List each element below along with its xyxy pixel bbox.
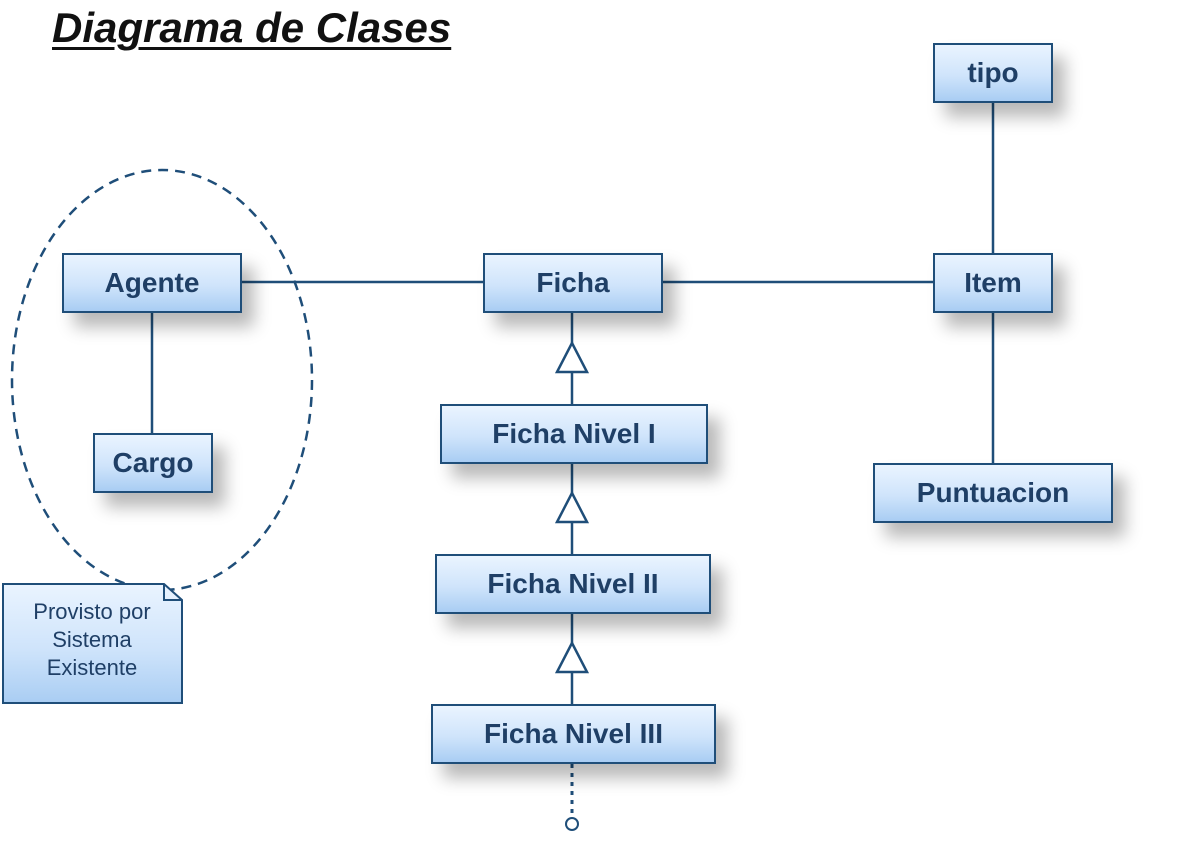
class-tipo[interactable]: tipo <box>933 43 1053 103</box>
class-item[interactable]: Item <box>933 253 1053 313</box>
note-line: Sistema <box>52 627 132 652</box>
class-ficha-nivel-3[interactable]: Ficha Nivel III <box>431 704 716 764</box>
class-cargo[interactable]: Cargo <box>93 433 213 493</box>
class-ficha-nivel-2[interactable]: Ficha Nivel II <box>435 554 711 614</box>
class-agente[interactable]: Agente <box>62 253 242 313</box>
class-ficha-nivel-1[interactable]: Ficha Nivel I <box>440 404 708 464</box>
existing-system-boundary <box>10 168 314 592</box>
continuation-end-circle <box>565 817 579 831</box>
note-line: Existente <box>46 655 138 680</box>
diagram-title: Diagrama de Clases <box>52 4 452 51</box>
note-line: Provisto por <box>33 599 151 624</box>
note-shape <box>2 583 182 703</box>
note-text: Provisto por Sistema Existente <box>2 598 182 682</box>
class-ficha[interactable]: Ficha <box>483 253 663 313</box>
class-puntuacion[interactable]: Puntuacion <box>873 463 1113 523</box>
